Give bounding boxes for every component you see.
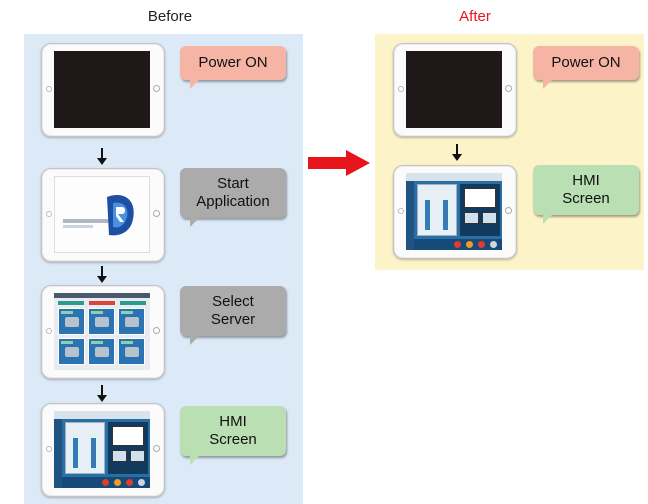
down-arrow-icon bbox=[97, 148, 107, 166]
server-tile bbox=[58, 338, 85, 365]
hmi-sidebar bbox=[406, 181, 414, 250]
callout-power-on: Power ON bbox=[180, 46, 286, 89]
logo-text-graphic bbox=[63, 219, 113, 223]
hmi-tank-panel bbox=[65, 422, 105, 474]
tablet-start-application bbox=[41, 168, 165, 262]
hmi-button-row bbox=[62, 477, 150, 488]
camera-dot bbox=[46, 446, 52, 452]
after-title: After bbox=[459, 8, 491, 25]
camera-dot bbox=[398, 208, 404, 214]
home-button-icon bbox=[505, 85, 512, 92]
app-logo-icon bbox=[107, 195, 134, 236]
logo-subtext-graphic bbox=[63, 225, 93, 228]
tablet-select-server bbox=[41, 285, 165, 379]
callout-label: HMI Screen bbox=[209, 413, 257, 448]
hmi-button-row bbox=[414, 239, 502, 250]
hmi-screen bbox=[406, 173, 502, 250]
camera-dot bbox=[46, 211, 52, 217]
callout-hmi-screen: HMI Screen bbox=[180, 406, 286, 465]
transition-arrow-icon bbox=[308, 150, 372, 176]
callout-select-server: Select Server bbox=[180, 286, 286, 345]
server-tile bbox=[88, 308, 115, 335]
callout-label: Select Server bbox=[210, 293, 256, 328]
before-title: Before bbox=[147, 8, 193, 25]
server-tile bbox=[118, 338, 145, 365]
server-tile bbox=[88, 338, 115, 365]
hmi-meter-panel bbox=[108, 422, 148, 474]
callout-power-on: Power ON bbox=[533, 46, 639, 89]
before-panel: Power ON Start Application bbox=[24, 34, 303, 504]
black-screen bbox=[406, 51, 502, 128]
select-server-screen bbox=[54, 293, 150, 370]
callout-label: HMI Screen bbox=[562, 172, 610, 207]
down-arrow-icon bbox=[452, 144, 462, 162]
home-button-icon bbox=[153, 210, 160, 217]
home-button-icon bbox=[153, 327, 160, 334]
app-title-bar bbox=[54, 293, 150, 298]
camera-dot bbox=[398, 86, 404, 92]
callout-label: Power ON bbox=[198, 54, 268, 71]
home-button-icon bbox=[153, 85, 160, 92]
hmi-tank-panel bbox=[417, 184, 457, 236]
tablet-power-on bbox=[41, 43, 165, 137]
camera-dot bbox=[46, 86, 52, 92]
hmi-meter-panel bbox=[460, 184, 500, 236]
black-screen bbox=[54, 51, 150, 128]
hmi-screen bbox=[54, 411, 150, 488]
after-panel: Power ON HMI S bbox=[375, 34, 644, 270]
home-button-icon bbox=[153, 445, 160, 452]
hmi-header bbox=[406, 173, 502, 181]
server-tabs bbox=[58, 301, 146, 305]
callout-hmi-screen: HMI Screen bbox=[533, 165, 639, 224]
hmi-sidebar bbox=[54, 419, 62, 488]
callout-start-application: Start Application bbox=[180, 168, 286, 227]
callout-label: Start Application bbox=[196, 175, 270, 210]
tablet-power-on bbox=[393, 43, 517, 137]
tablet-hmi-screen bbox=[41, 403, 165, 497]
down-arrow-icon bbox=[97, 266, 107, 284]
start-app-screen bbox=[54, 176, 150, 253]
callout-label: Power ON bbox=[551, 54, 621, 71]
camera-dot bbox=[46, 328, 52, 334]
hmi-header bbox=[54, 411, 150, 419]
server-tile bbox=[58, 308, 85, 335]
tablet-hmi-screen bbox=[393, 165, 517, 259]
home-button-icon bbox=[505, 207, 512, 214]
down-arrow-icon bbox=[97, 385, 107, 403]
server-tile bbox=[118, 308, 145, 335]
